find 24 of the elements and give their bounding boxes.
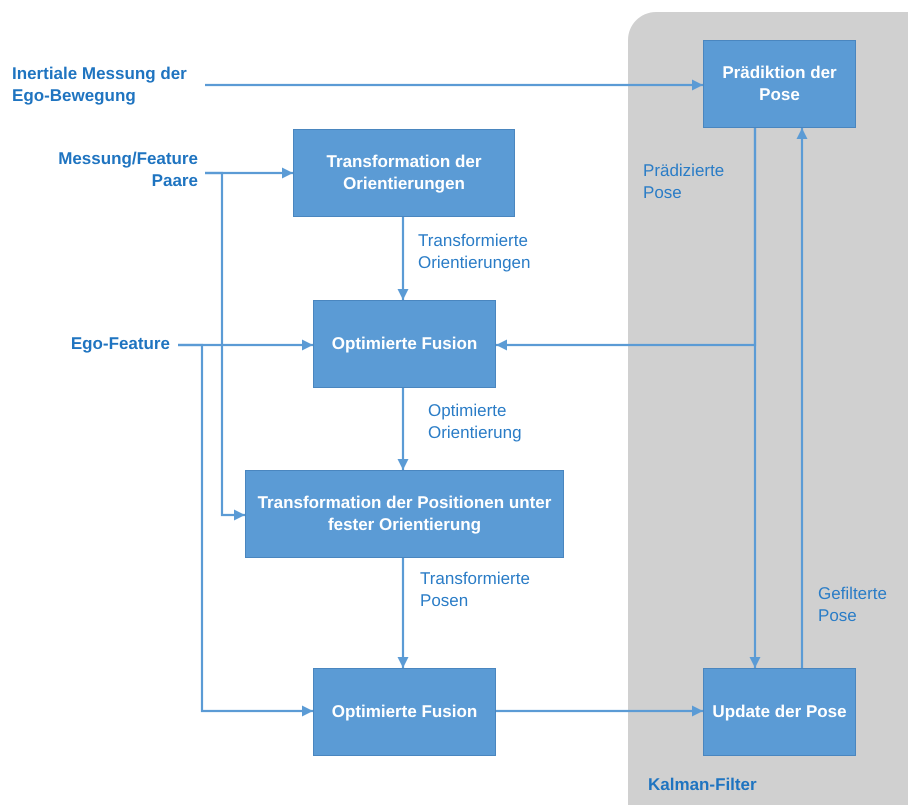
- process-box: Optimierte Fusion: [313, 300, 496, 388]
- edge-label: Optimierte Orientierung: [428, 400, 523, 444]
- process-box: Optimierte Fusion: [313, 668, 496, 756]
- input-label: Ego-Feature: [40, 333, 170, 357]
- arrow: [496, 128, 756, 350]
- edge-label: Prädizierte Pose: [643, 160, 726, 204]
- panel-title: Kalman-Filter: [648, 775, 757, 795]
- arrow: [178, 344, 313, 716]
- edge-label: Transformierte Orientierungen: [418, 230, 532, 274]
- process-box: Transformation der Orientierungen: [293, 129, 515, 217]
- edge-label: Transformierte Posen: [420, 568, 531, 612]
- arrow: [398, 217, 408, 300]
- process-box: Transformation der Positionen unter fester Orientierung: [245, 470, 564, 558]
- arrow: [796, 128, 808, 668]
- input-label: Messung/Feature Paare: [12, 148, 198, 198]
- arrow: [205, 80, 703, 90]
- arrow: [496, 706, 703, 716]
- process-box: Update der Pose: [703, 668, 856, 756]
- edge-label: Gefilterte Pose: [818, 583, 888, 628]
- input-label: Inertiale Messung der Ego-Bewegung: [12, 63, 192, 113]
- arrow: [398, 558, 408, 668]
- arrow: [205, 172, 245, 520]
- arrow: [398, 388, 408, 470]
- process-box: Prädiktion der Pose: [703, 40, 856, 128]
